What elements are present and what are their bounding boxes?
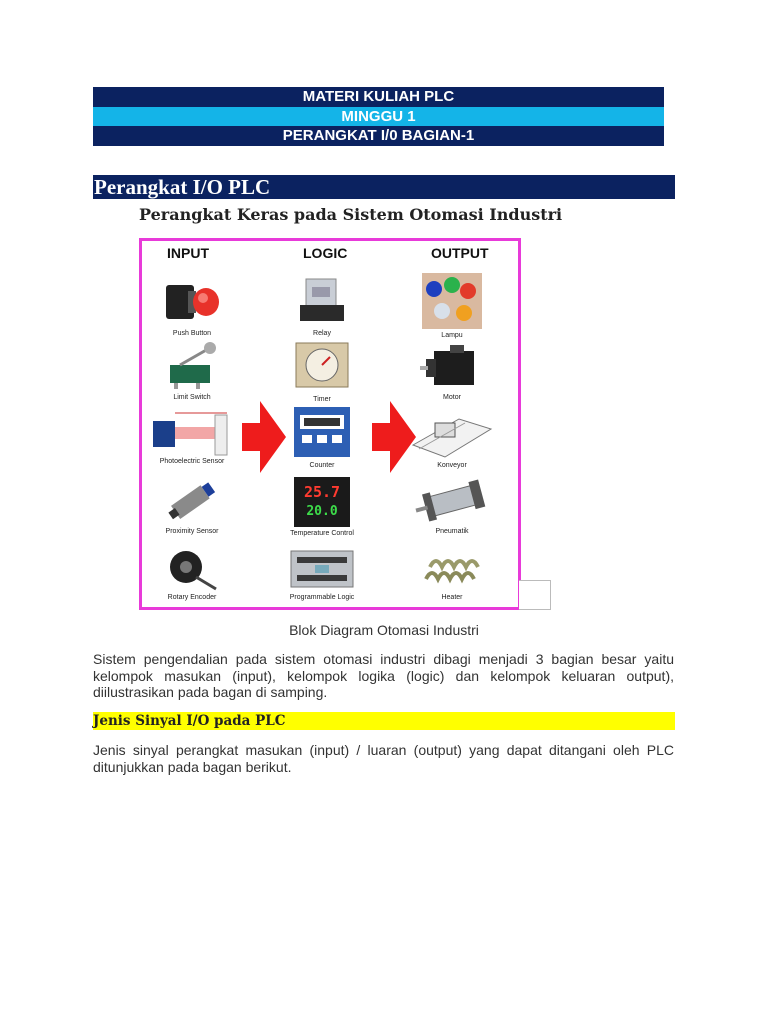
- relay-label: Relay: [313, 330, 331, 337]
- photoelectric-sensor-label: Photoelectric Sensor: [159, 458, 225, 465]
- plc-icon: [290, 550, 354, 588]
- arrow-logic-to-output-icon: [372, 401, 416, 473]
- pilot-lamp-icon: [422, 273, 482, 329]
- relay-item: Relay: [277, 273, 367, 337]
- conveyor-label: Konveyor: [437, 462, 467, 469]
- body-paragraph-1: Sistem pengendalian pada sistem otomasi …: [93, 651, 674, 700]
- pneumatic-item: Pneumatik: [407, 477, 497, 535]
- push-button-item: Push Button: [147, 273, 237, 337]
- figure-caption: Blok Diagram Otomasi Industri: [289, 622, 479, 638]
- sv-readout: 20.0: [306, 504, 337, 519]
- figure-edge-box: [519, 580, 551, 610]
- block-diagram-figure: INPUT LOGIC OUTPUT Push Button Limit Swi…: [139, 238, 521, 610]
- photoelectric-sensor-item: Photoelectric Sensor: [147, 407, 237, 465]
- lamp-item: Lampu: [407, 271, 497, 339]
- column-heading-output: OUTPUT: [431, 245, 489, 261]
- column-heading-input: INPUT: [167, 245, 209, 261]
- temperature-control-label: Temperature Control: [290, 530, 354, 537]
- timer-icon: [295, 342, 349, 388]
- highlighted-subheading: Jenis Sinyal I/O pada PLC: [93, 712, 675, 730]
- counter-item: Counter: [277, 405, 367, 469]
- relay-icon: [300, 278, 344, 321]
- body-paragraph-2: Jenis sinyal perangkat masukan (input) /…: [93, 742, 674, 775]
- week-banner: MINGGU 1: [93, 107, 664, 126]
- timer-item: Timer: [277, 339, 367, 403]
- conveyor-icon: [411, 418, 493, 458]
- temperature-controller-icon: 25.7 20.0: [294, 477, 350, 527]
- heater-item: Heater: [407, 543, 497, 601]
- temperature-control-item: 25.7 20.0 Temperature Control: [277, 475, 367, 537]
- pneumatic-cylinder-icon: [415, 479, 486, 522]
- rotary-encoder-label: Rotary Encoder: [167, 594, 217, 601]
- motor-label: Motor: [443, 394, 461, 401]
- lamp-label: Lampu: [441, 332, 463, 339]
- heater-label: Heater: [441, 594, 463, 601]
- plc-item: Programmable Logic: [277, 543, 367, 601]
- proximity-sensor-label: Proximity Sensor: [165, 528, 219, 535]
- pneumatic-label: Pneumatik: [435, 528, 469, 535]
- servo-motor-icon: [420, 345, 474, 385]
- rotary-encoder-icon: [170, 551, 217, 591]
- limit-switch-label: Limit Switch: [173, 394, 211, 401]
- conveyor-item: Konveyor: [407, 405, 497, 469]
- arrow-input-to-logic-icon: [242, 401, 286, 473]
- timer-label: Timer: [313, 396, 331, 403]
- motor-item: Motor: [407, 341, 497, 401]
- limit-switch-item: Limit Switch: [147, 337, 237, 401]
- rotary-encoder-item: Rotary Encoder: [147, 543, 237, 601]
- proximity-sensor-item: Proximity Sensor: [147, 475, 237, 535]
- proximity-sensor-icon: [168, 482, 216, 520]
- section-heading: Perangkat I/O PLC: [93, 175, 675, 199]
- counter-icon: [294, 407, 350, 457]
- section-subheading: Perangkat Keras pada Sistem Otomasi Indu…: [139, 205, 563, 224]
- heater-coil-icon: [424, 559, 480, 584]
- photoelectric-sensor-icon: [153, 412, 228, 456]
- limit-switch-icon: [170, 342, 216, 389]
- push-button-label: Push Button: [172, 330, 212, 337]
- plc-label: Programmable Logic: [289, 594, 355, 601]
- column-heading-logic: LOGIC: [303, 245, 348, 261]
- pv-readout: 25.7: [304, 483, 340, 501]
- push-button-icon: [166, 285, 219, 319]
- course-title-banner: MATERI KULIAH PLC: [93, 87, 664, 107]
- counter-label: Counter: [309, 462, 335, 469]
- topic-banner: PERANGKAT I/0 BAGIAN-1: [93, 126, 664, 146]
